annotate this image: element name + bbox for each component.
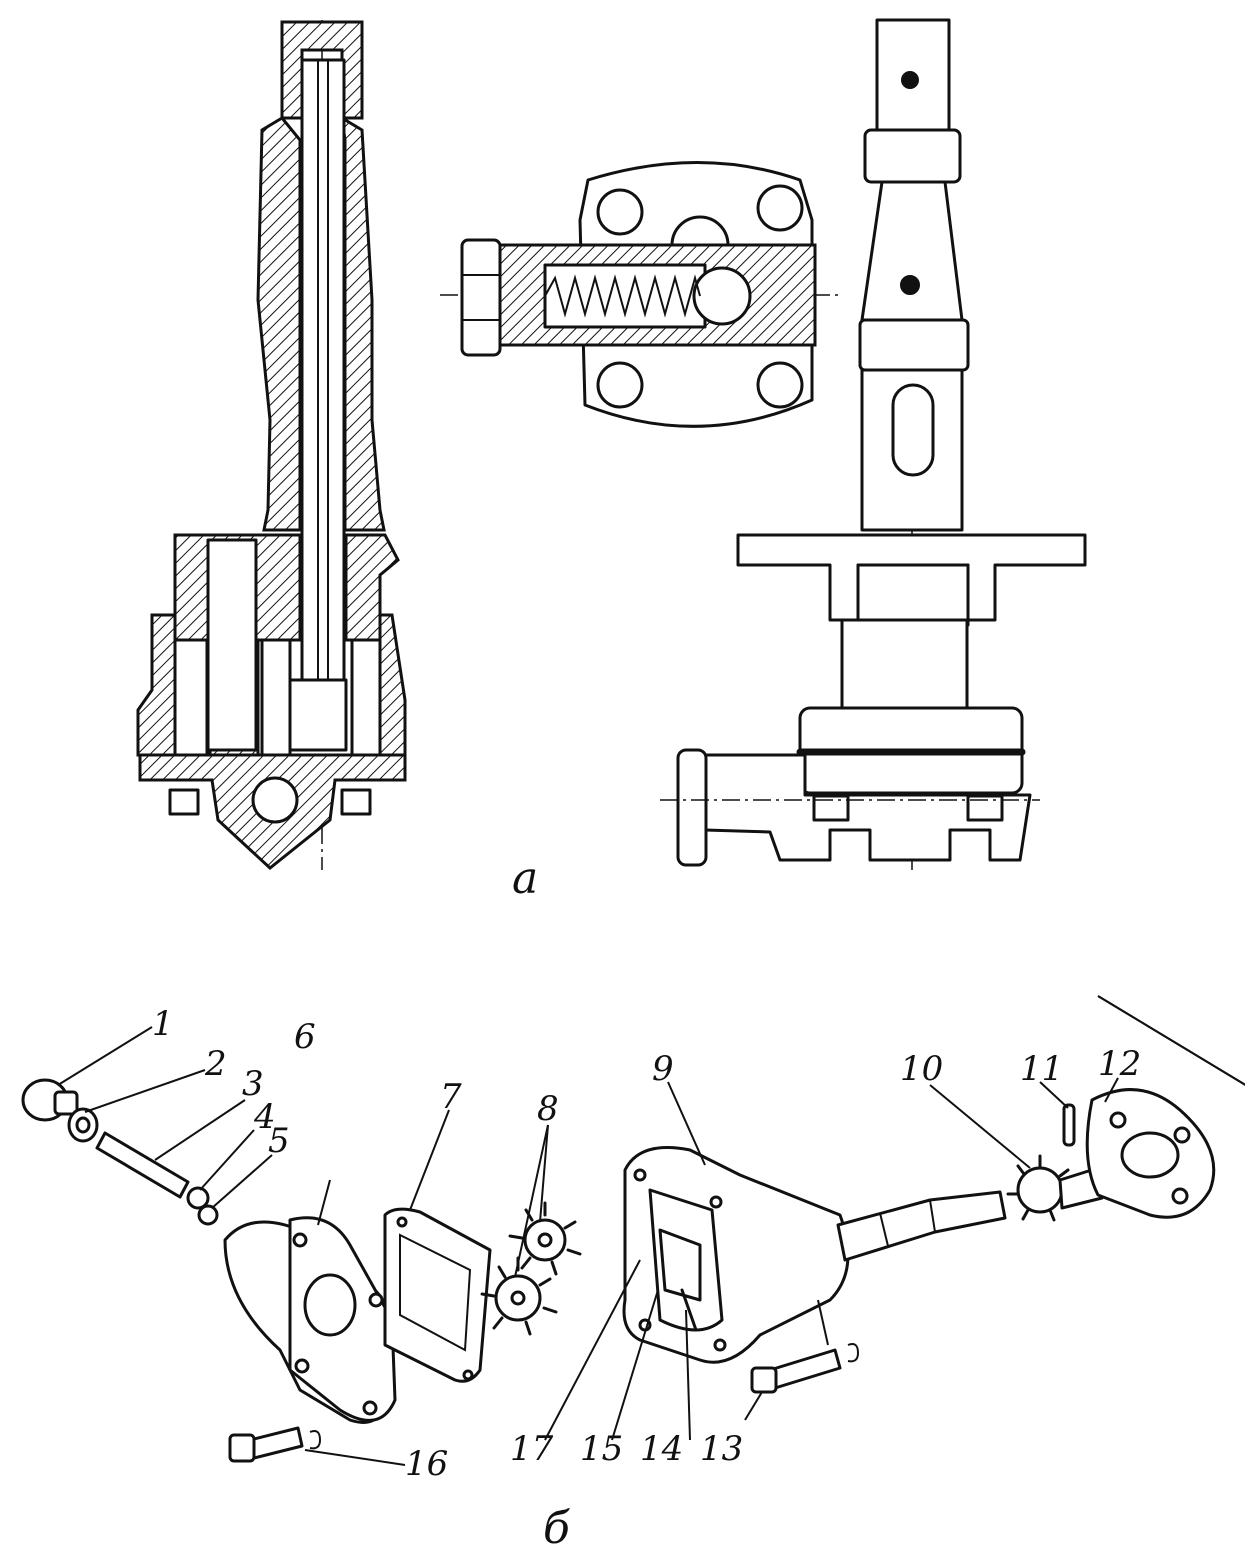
callout-2: 2 bbox=[204, 1044, 227, 1084]
callout-7: 7 bbox=[440, 1077, 462, 1117]
callout-1: 1 bbox=[152, 1004, 174, 1044]
relief-valve-cover bbox=[440, 161, 840, 428]
callout-15: 15 bbox=[580, 1429, 623, 1469]
callout-5: 5 bbox=[268, 1121, 290, 1161]
callout-16: 16 bbox=[405, 1444, 448, 1484]
panel-label-b: б bbox=[543, 1503, 570, 1554]
callout-12: 12 bbox=[1098, 1044, 1141, 1084]
callout-8: 8 bbox=[537, 1089, 559, 1129]
callout-13: 13 bbox=[700, 1429, 743, 1469]
callout-11: 11 bbox=[1020, 1049, 1063, 1089]
exploded-view bbox=[21, 995, 1245, 1466]
panel-label-a: а bbox=[512, 853, 538, 904]
callout-10: 10 bbox=[900, 1049, 943, 1089]
gear-upper bbox=[508, 1201, 582, 1276]
callout-9: 9 bbox=[652, 1049, 674, 1089]
callout-17: 17 bbox=[510, 1429, 554, 1469]
callout-6: 6 bbox=[294, 1017, 316, 1057]
external-view-right bbox=[660, 18, 1087, 870]
sectional-view-left bbox=[136, 20, 407, 870]
callout-14: 14 bbox=[640, 1429, 683, 1469]
callout-3: 3 bbox=[242, 1064, 264, 1104]
callout-4: 4 bbox=[253, 1097, 276, 1137]
gear-lower bbox=[480, 1256, 558, 1336]
